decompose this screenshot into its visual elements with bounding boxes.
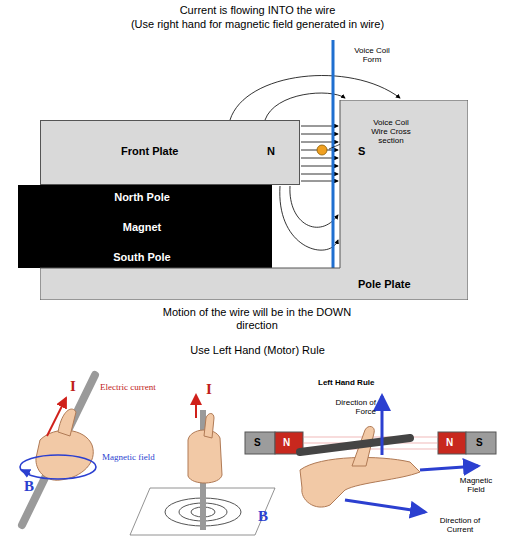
right-hand-rule-1 — [20, 375, 96, 525]
node-text: North Pole — [15, 191, 269, 204]
title: Current is flowing INTO the wire — [0, 4, 515, 17]
label: Magnetic field — [102, 452, 155, 462]
voice-coil-wire — [317, 145, 327, 155]
front-plate: Front Plate N — [40, 120, 300, 185]
label: I — [206, 381, 212, 398]
label: N — [446, 437, 453, 449]
label: (Use right hand for magnetic field gener… — [0, 18, 515, 31]
right-hand-rule-2 — [130, 395, 275, 535]
magnet: North PoleMagnetSouth Pole — [18, 185, 272, 268]
label: Left Hand Rule — [318, 378, 374, 387]
label: Direction of Force — [318, 398, 376, 416]
node-text: Magnet — [15, 221, 269, 234]
node-text: South Pole — [15, 251, 269, 264]
label: Voice Coil Wire Cross section — [368, 118, 414, 146]
label: S — [476, 437, 483, 449]
node-text: Front Plate — [121, 145, 178, 158]
label: B — [258, 508, 268, 525]
node-text: N — [267, 145, 275, 158]
voice-coil-form — [332, 40, 335, 300]
node-text: Pole Plate — [358, 278, 411, 291]
label: B — [24, 478, 34, 495]
label: Magnetic Field — [452, 476, 500, 494]
label: N — [283, 437, 290, 449]
label: S — [254, 437, 261, 449]
label: Voice Coil Form — [352, 46, 392, 64]
label: I — [70, 378, 76, 395]
label: Use Left Hand (Motor) Rule — [0, 344, 515, 357]
left-hand-rule — [245, 396, 496, 512]
label: Motion of the wire will be in the DOWN d… — [157, 306, 357, 331]
label: Direction of Current — [430, 516, 490, 534]
node-text: S — [358, 145, 365, 158]
label: Electric current — [100, 382, 156, 392]
